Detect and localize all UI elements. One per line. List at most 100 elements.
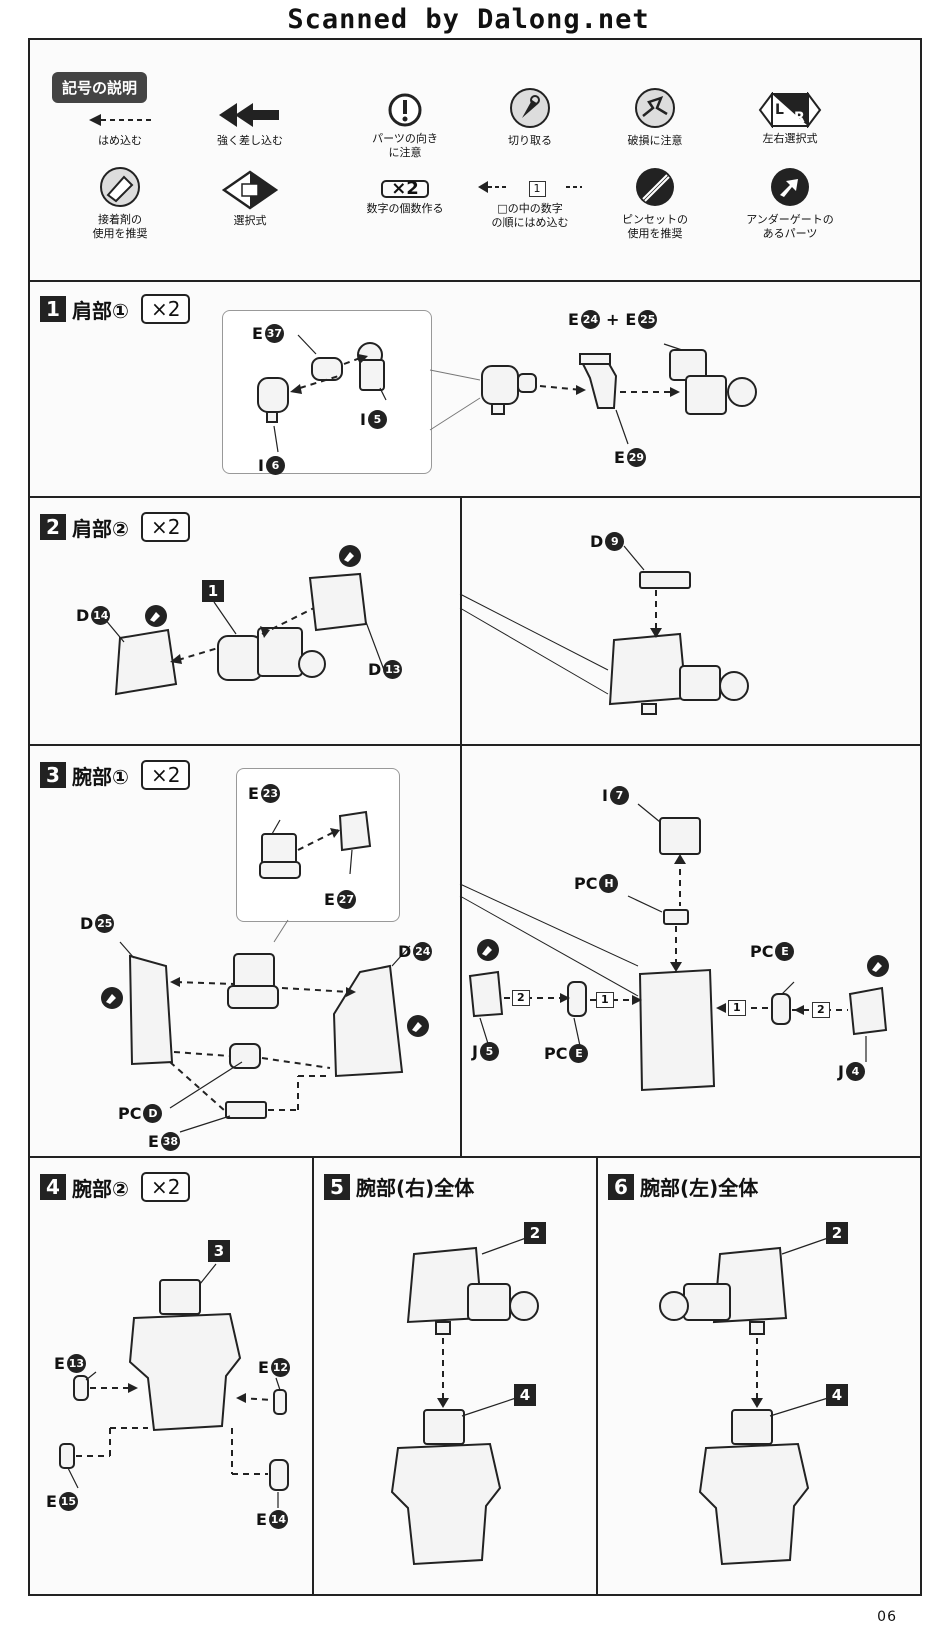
ref-step-2: 2: [524, 1222, 546, 1244]
label-text: 25: [95, 914, 115, 933]
steps-4-6-diagram: [59, 1237, 829, 1566]
legend-label: 強く差し込む: [217, 134, 283, 147]
ref-step-2: 2: [826, 1222, 848, 1244]
legend-tweezers: ピンセットの 使用を推奨: [585, 165, 725, 241]
scan-credit: Scanned by Dalong.net: [287, 4, 650, 35]
exclamation-icon: [388, 93, 422, 127]
label-text: D: [80, 914, 94, 933]
ref-step-4: 4: [514, 1384, 536, 1406]
label-text: 37: [264, 324, 284, 343]
legend-label: パーツの向き に注意: [372, 132, 438, 159]
label-text: 25: [638, 310, 658, 329]
step-multiplier: ×2: [140, 1172, 191, 1202]
bottom-row: 4 腕部② ×2 5 腕部(右)全体 6 腕部(左)全体: [30, 1158, 920, 1594]
step-title: 腕部②: [72, 1176, 129, 1201]
label-text: I: [360, 410, 366, 429]
step-header: 2 肩部② ×2: [40, 512, 191, 542]
divider: [460, 746, 462, 1158]
label-text: 6: [265, 456, 285, 475]
step-number: 4: [40, 1174, 66, 1200]
double-arrow-icon: [219, 103, 279, 127]
step-header: 3 腕部① ×2: [40, 760, 191, 790]
legend-label: 切り取る: [508, 134, 552, 147]
legend-select: 選択式: [180, 170, 320, 228]
label-text: J: [838, 1062, 844, 1081]
step-header: 1 肩部① ×2: [40, 294, 191, 324]
label-text: 15: [58, 1492, 78, 1511]
label-text: E: [568, 310, 579, 329]
legend-section: 記号の説明 はめ込む 強く差し込む パーツの向き に注意 切り取る 破損に注意 …: [30, 40, 920, 282]
legend-label: 選択式: [233, 214, 267, 227]
label-text: D: [590, 532, 604, 551]
label-text: +: [605, 310, 620, 329]
legend-label: 左右選択式: [762, 132, 818, 145]
label-text: E: [46, 1492, 57, 1511]
legend-press: 強く差し込む: [180, 100, 320, 148]
step-2: 2 肩部② ×2: [30, 498, 920, 746]
svg-text:L: L: [775, 102, 784, 118]
step-number: 2: [40, 514, 66, 540]
label-text: 27: [336, 890, 356, 909]
order-arrow-icon: 1: [460, 180, 600, 198]
step-3: 3 腕部① ×2: [30, 746, 920, 1158]
label-text: 2: [524, 1222, 546, 1244]
label-text: 13: [383, 660, 403, 679]
step-number: 3: [40, 762, 66, 788]
legend-snap: はめ込む: [50, 110, 190, 148]
legend-label: ピンセットの 使用を推奨: [622, 213, 688, 240]
label-text: E: [324, 890, 335, 909]
label-text: E: [252, 324, 263, 343]
label-text: 4: [514, 1384, 536, 1406]
legend-break: 破損に注意: [585, 86, 725, 148]
label-text: 24: [413, 942, 433, 961]
label-text: 13: [66, 1354, 86, 1373]
label-text: E: [148, 1132, 159, 1151]
multiply-icon: ×2: [381, 180, 429, 198]
label-text: 1: [202, 580, 224, 602]
label-text: 2: [512, 990, 530, 1006]
legend-label: アンダーゲートの あるパーツ: [746, 213, 834, 240]
step-6-header: 6 腕部(左)全体: [608, 1172, 758, 1201]
order-1-right: 1: [728, 1000, 746, 1016]
undergate-icon: [771, 168, 809, 206]
step-multiplier: ×2: [140, 512, 191, 542]
label-text: D: [76, 606, 90, 625]
label-text: E: [569, 1044, 589, 1063]
label-text: E: [258, 1358, 269, 1377]
label-text: E: [625, 310, 637, 329]
legend-label: □の中の数字 の順にはめ込む: [491, 202, 569, 229]
ref-step-4: 4: [826, 1384, 848, 1406]
label-text: D: [398, 942, 412, 961]
label-text: 3: [208, 1240, 230, 1262]
legend-cut: 切り取る: [460, 86, 600, 148]
divider: [596, 1158, 598, 1594]
legend-label: 接着剤の 使用を推奨: [92, 213, 148, 240]
step-multiplier: ×2: [140, 294, 191, 324]
label-text: 14: [91, 606, 111, 625]
step-4-header: 4 腕部② ×2: [40, 1172, 191, 1202]
step-title: 腕部(左)全体: [640, 1176, 759, 1200]
label-text: 2: [812, 1002, 830, 1018]
glue-icon: [100, 167, 140, 207]
divider: [312, 1158, 314, 1594]
step-3-diagram: [101, 803, 889, 1133]
label-text: 7: [609, 786, 629, 805]
order-1-left: 1: [596, 992, 614, 1008]
step-title: 腕部(右)全体: [356, 1176, 475, 1200]
order-number: 1: [528, 181, 546, 197]
label-text: 12: [270, 1358, 290, 1377]
label-text: E: [54, 1354, 65, 1373]
step-number: 1: [40, 296, 66, 322]
